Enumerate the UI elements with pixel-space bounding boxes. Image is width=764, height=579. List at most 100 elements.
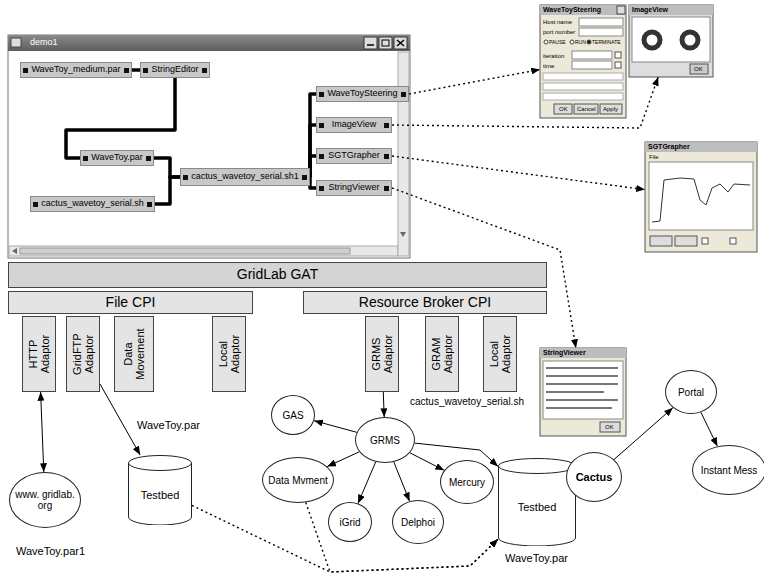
arrow-line (614, 408, 673, 460)
editor-window-frame (8, 35, 410, 258)
node-text: StringViewer (540, 348, 626, 358)
editor-window-frame-part (8, 35, 410, 51)
node-text: GRMS Adaptor (370, 326, 394, 382)
imageview-screenshot-part (629, 5, 713, 77)
widget-label: Apply (603, 106, 618, 112)
stringviewer-screenshot-part (540, 348, 626, 358)
node-text: GRAM Adaptor (430, 326, 454, 382)
site-circle: www. gridlab. org (9, 472, 81, 528)
widget-label: time (543, 63, 554, 69)
module-box: SGTGrapher (316, 148, 392, 164)
steering-screenshot (540, 5, 626, 118)
arrow-line (327, 452, 359, 467)
grapher-screenshot-part (675, 236, 697, 246)
node-text: Delphoi (401, 517, 435, 528)
stringviewer-screenshot-part-part (546, 367, 618, 369)
grapher-screenshot-part (650, 236, 672, 246)
node-text: WaveToy.par (91, 153, 143, 163)
imageview-screenshot-part (644, 32, 660, 48)
module-box: cactus_wavetoy_serial.sh1 (180, 168, 310, 186)
node-text: GridLab GAT (237, 267, 318, 282)
service-circle: Portal (665, 370, 717, 414)
widget-label: Host name (543, 19, 572, 25)
arrow-line (394, 462, 410, 501)
stringviewer-screenshot-part-part (546, 383, 618, 385)
stringviewer-screenshot-part (543, 361, 623, 419)
screenshot-window: WaveToySteeringHost nameport numberPAUSE… (540, 5, 626, 118)
interface-band: File CPI (8, 291, 253, 314)
adaptor-box: Local Adaptor (212, 316, 246, 392)
widget-label: PAUSE (549, 40, 566, 45)
arrow-line (410, 453, 444, 471)
node-text: Local Adaptor (488, 326, 512, 382)
connector-wire (66, 78, 175, 158)
steering-screenshot-part (600, 104, 622, 114)
node-text: GridFTP Adaptor (71, 326, 95, 382)
node-text: iGrid (339, 517, 360, 528)
steering-screenshot-part (587, 40, 591, 44)
steering-screenshot-part (544, 40, 548, 44)
steering-screenshot-part (579, 28, 623, 36)
steering-screenshot-part (572, 61, 612, 69)
module-box: StringEditor (140, 62, 210, 78)
dotted-arrow (409, 70, 540, 95)
screenshot-window: ImageViewOK (629, 5, 713, 77)
editor-window-frame-part (367, 44, 374, 46)
cylinder-top (499, 459, 576, 474)
stringviewer-screenshot-part-part (546, 375, 618, 377)
editor-window-frame-part (20, 248, 350, 254)
steering-screenshot-part (579, 18, 623, 26)
connector-wire (132, 68, 140, 72)
node-text: ImageView (629, 5, 713, 15)
node-text: SGTGrapher (645, 142, 757, 152)
node-text: SGTGrapher (328, 151, 380, 161)
widget-label: OK (559, 106, 568, 112)
editor-window-frame-part (11, 38, 21, 47)
widget-label: File (649, 154, 659, 160)
stringviewer-screenshot-part-part (546, 407, 612, 409)
editor-window-frame-part (382, 40, 389, 46)
stringviewer-screenshot-part-part (546, 391, 604, 393)
service-circle: iGrid (328, 502, 372, 542)
service-circle: GRMS (355, 417, 415, 463)
arrow-line (314, 421, 357, 433)
arrow-line (358, 462, 376, 504)
editor-window-frame-part (8, 35, 410, 258)
node-text: Mercury (449, 477, 485, 488)
adaptor-box: Local Adaptor (483, 316, 517, 392)
adaptor-box: HTTP Adaptor (22, 316, 56, 392)
arrow-line (41, 392, 44, 472)
dotted-arrow (392, 77, 658, 128)
grapher-screenshot (645, 142, 757, 252)
node-text: www. gridlab. org (10, 489, 80, 511)
steering-screenshot-part (543, 83, 623, 90)
node-text: HTTP Adaptor (27, 326, 51, 382)
module-box: ImageView (316, 117, 392, 133)
steering-screenshot-part (615, 62, 621, 68)
annotation-label: WaveToy.par1 (16, 546, 85, 557)
imageview-screenshot-part (632, 17, 710, 62)
node-text: Data Mvment (268, 475, 327, 486)
steering-screenshot-part (617, 6, 625, 14)
node-text: File CPI (106, 295, 156, 310)
edge-label: WaveToy.par (136, 420, 201, 431)
steering-screenshot-part (574, 104, 598, 114)
arrow-line (383, 392, 385, 417)
widget-label: OK (605, 424, 614, 430)
steering-screenshot-part (540, 5, 626, 118)
editor-window: demo1WaveToy_medium.parStringEditorWaveT… (8, 35, 410, 258)
annotation-label: WaveToy.par (505, 553, 568, 564)
grapher-screenshot-part (645, 142, 757, 252)
node-text: Instant Mess (701, 465, 758, 476)
widget-label: port number (543, 29, 575, 35)
grapher-screenshot-part (649, 162, 753, 230)
adaptor-box: GridFTP Adaptor (66, 316, 100, 392)
node-text: Resource Broker CPI (359, 295, 491, 310)
widget-label: TERMINATE (592, 40, 621, 45)
editor-window-frame-part (364, 37, 377, 49)
node-text: Local Adaptor (217, 326, 241, 382)
service-circle: Mercury (440, 460, 494, 504)
node-text: Data Movement (122, 326, 146, 382)
module-box: StringViewer (316, 180, 392, 196)
service-circle: Data Mvment (262, 457, 334, 503)
